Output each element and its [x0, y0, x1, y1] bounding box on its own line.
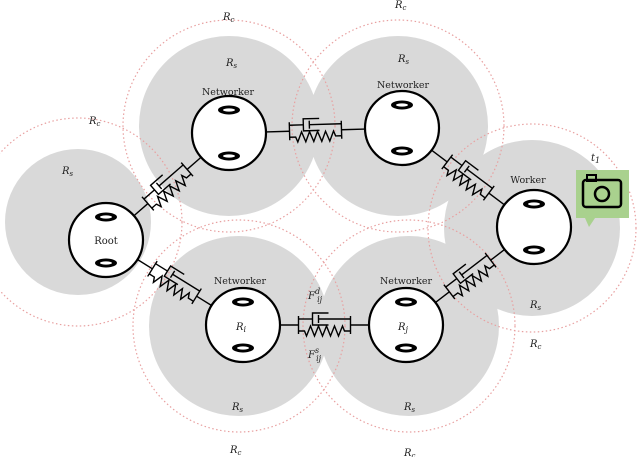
sensing-range-label: Rs	[231, 402, 244, 414]
comm-range-label: Rc	[229, 445, 242, 457]
robot-nw_tl	[190, 94, 268, 172]
spring	[452, 264, 495, 298]
robot-nw_br	[367, 286, 445, 364]
link-root-nw_bl	[137, 258, 212, 307]
target: t1	[576, 153, 629, 227]
comm-range-label: Rc	[222, 12, 235, 24]
inner-label-rj: Rj	[397, 322, 409, 334]
damper	[155, 263, 201, 292]
label-root: Root	[94, 236, 118, 247]
sensing-range-label: Rs	[225, 58, 238, 70]
label-networker-tr: Networker	[377, 80, 430, 91]
robot-nw_bl	[204, 286, 282, 364]
spring	[289, 129, 342, 144]
wheel-nw_br	[395, 297, 417, 307]
label-networker-br: Networker	[380, 276, 433, 287]
wheel-nw_br	[395, 343, 417, 353]
link-nw_bl-nw_br	[280, 312, 369, 338]
damper	[289, 117, 342, 132]
links	[133, 117, 506, 338]
label-networker-tl: Networker	[202, 87, 255, 98]
link-nw_br-worker	[434, 248, 506, 304]
comm-range-networker-br	[302, 219, 516, 433]
comm-range-root	[0, 117, 183, 327]
damper	[143, 164, 184, 200]
spring	[148, 273, 194, 302]
wheel-nw_bl	[232, 297, 254, 307]
comm-range-label: Rc	[394, 0, 407, 12]
label-networker-bl: Networker	[214, 276, 267, 287]
sensing-range-label: Rs	[61, 166, 74, 178]
wheel-nw_tr	[391, 100, 413, 110]
comm-range-label: Rc	[403, 448, 416, 457]
target-label: t1	[591, 153, 600, 165]
robot-nw_tr	[363, 89, 441, 167]
wheel-nw_tr	[391, 146, 413, 156]
wheel-root	[95, 212, 117, 222]
robot-worker	[495, 188, 573, 266]
spring	[443, 166, 486, 199]
label-worker: Worker	[510, 175, 546, 186]
wheel-worker	[523, 245, 545, 255]
camera-icon	[576, 170, 629, 227]
link-nw_tl-nw_tr	[265, 117, 366, 144]
wheel-nw_bl	[232, 343, 254, 353]
comm-range-networker-bl	[132, 219, 346, 433]
wheel-root	[95, 258, 117, 268]
robot-root	[67, 201, 145, 279]
damper	[445, 254, 488, 288]
spring	[298, 324, 351, 338]
spring	[151, 173, 192, 209]
link-root-nw_tl	[133, 156, 202, 217]
comm-range-label: Rc	[88, 116, 101, 128]
comm-range-worker	[427, 123, 637, 333]
link-nw_tr-worker	[431, 149, 505, 206]
comm-range-networker-tr	[291, 19, 505, 233]
comm-range-label: Rc	[529, 339, 542, 351]
communication-ranges	[0, 19, 637, 433]
node-labels: Root Networker Networker Networker Netwo…	[94, 80, 546, 334]
robots	[67, 89, 573, 364]
sensing-range-label: Rs	[397, 54, 410, 66]
wheel-nw_tl	[218, 105, 240, 115]
damper	[298, 312, 351, 326]
wheel-nw_tl	[218, 151, 240, 161]
damper	[450, 156, 493, 189]
sensing-range-label: Rs	[529, 300, 542, 312]
comm-range-networker-tl	[122, 19, 336, 233]
sensing-range-label: Rs	[403, 402, 416, 414]
inner-label-ri: Ri	[235, 322, 247, 334]
wheel-worker	[523, 199, 545, 209]
